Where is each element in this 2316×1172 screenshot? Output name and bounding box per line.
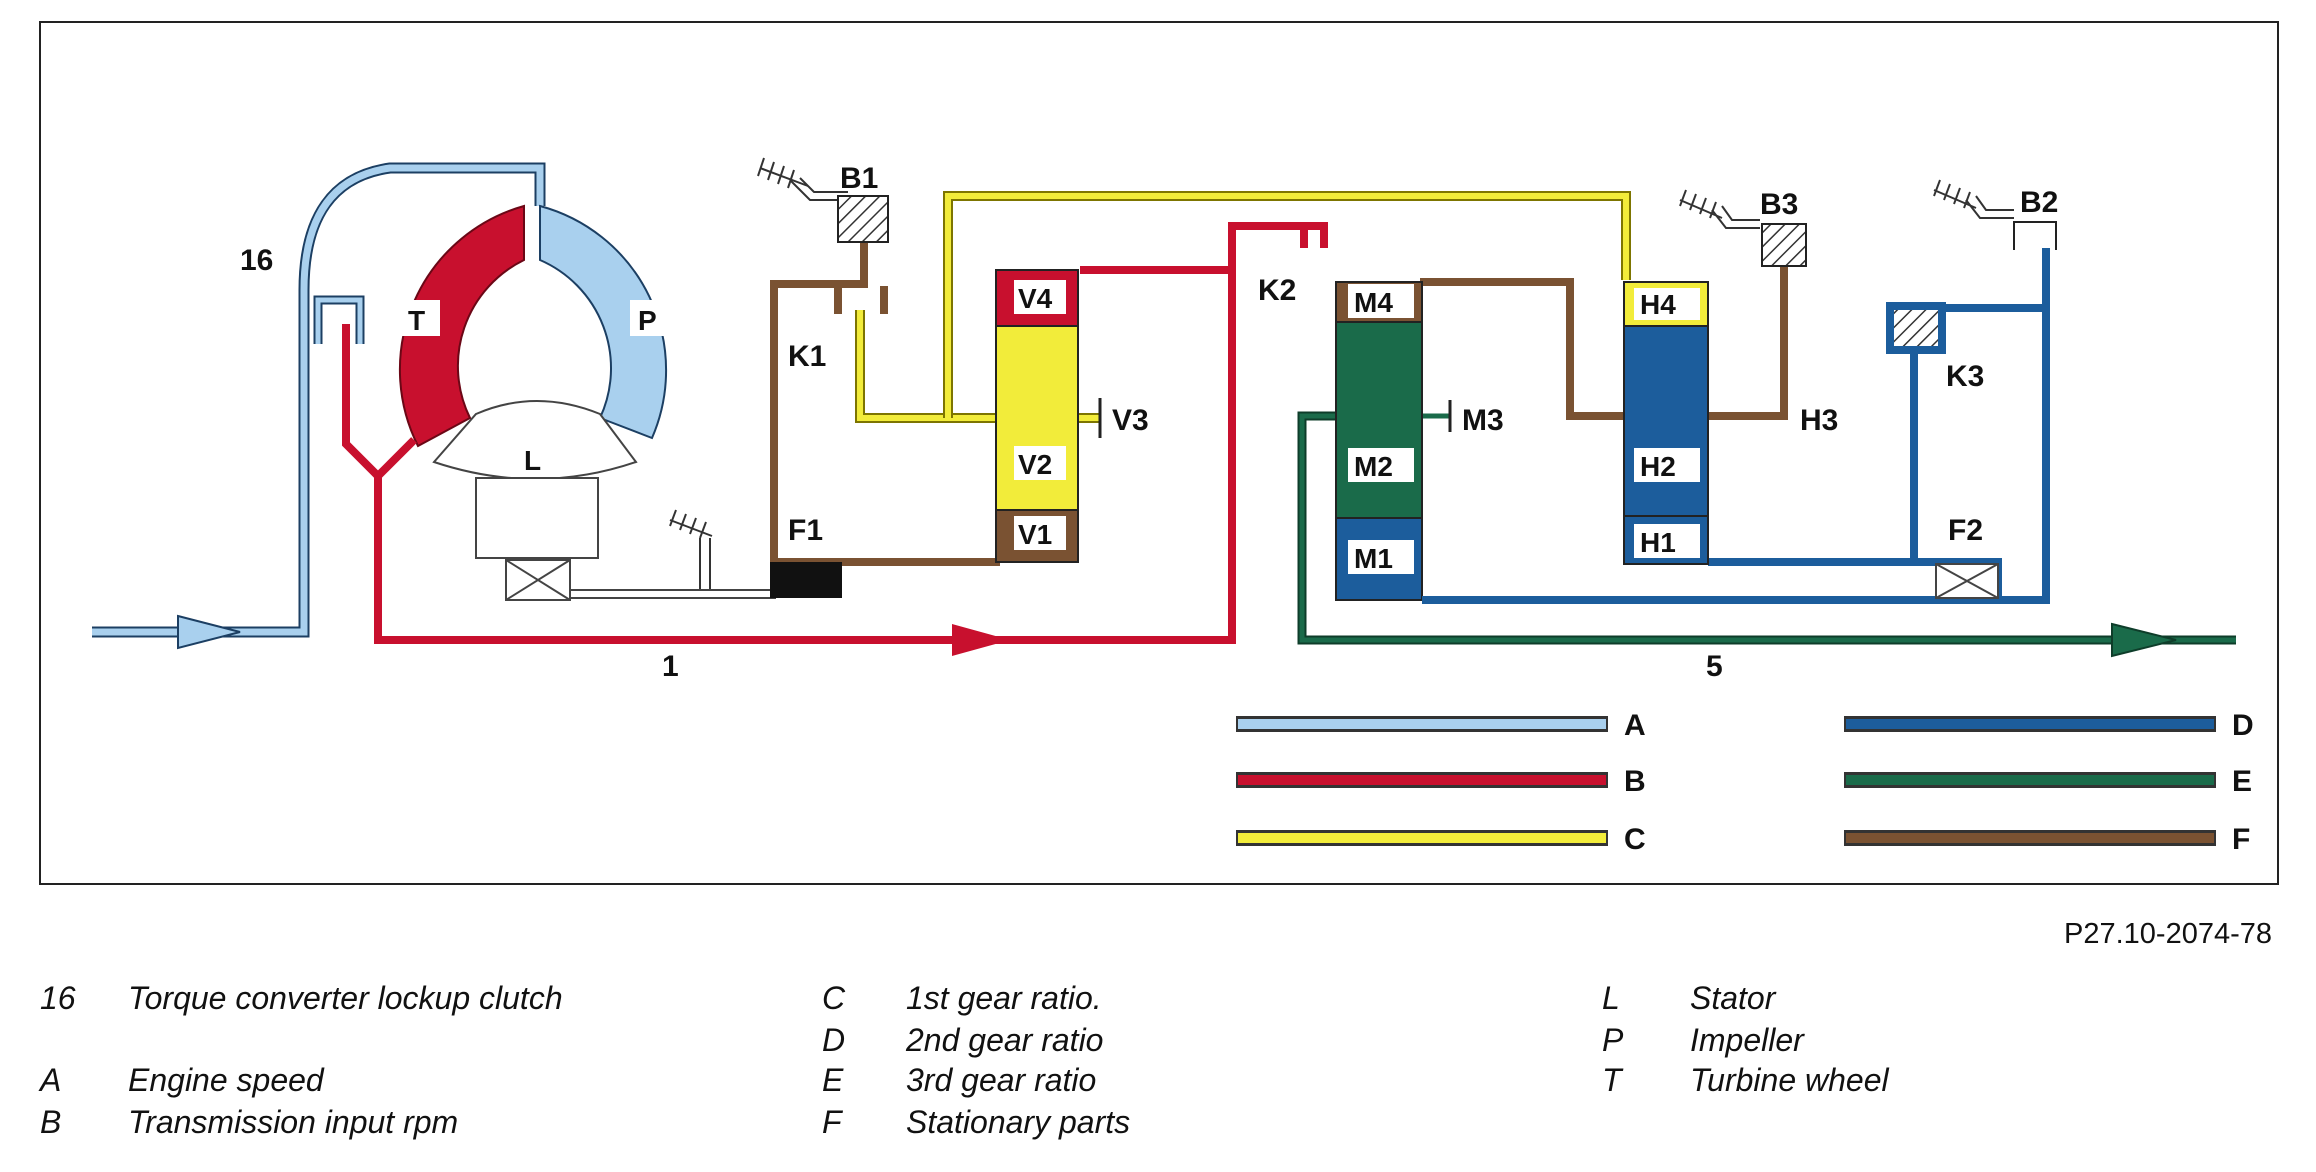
- label-v1: V1: [1018, 519, 1052, 550]
- legend-bar-c: [1238, 833, 1606, 843]
- caption-key-b: B: [40, 1104, 62, 1140]
- ground-symbols: [669, 157, 2014, 590]
- caption-key-t: T: [1602, 1062, 1622, 1098]
- label-k2: K2: [1258, 274, 1296, 307]
- engine-speed-path: [92, 162, 546, 650]
- legend-bar-e: [1846, 775, 2214, 785]
- legend-bar-a: [1238, 719, 1606, 729]
- turbine-t: [398, 204, 525, 448]
- label-m1: M1: [1354, 543, 1393, 574]
- caption-text-t: Turbine wheel: [1690, 1062, 1889, 1098]
- legend-key-c: C: [1624, 823, 1646, 856]
- caption-text-c: 1st gear ratio.: [906, 980, 1102, 1016]
- diagram-frame: [39, 21, 2279, 885]
- label-h4: H4: [1640, 289, 1676, 320]
- label-v3: V3: [1112, 404, 1149, 437]
- legend-key-b: B: [1624, 765, 1646, 798]
- legend-bar-f: [1846, 833, 2214, 843]
- caption-key-16: 16: [40, 980, 76, 1016]
- label-m4: M4: [1354, 287, 1393, 318]
- input-rpm-arrow: [952, 624, 1010, 656]
- output-arrow: [2111, 622, 2177, 658]
- label-p: P: [638, 305, 657, 336]
- legend-key-a: A: [1624, 709, 1646, 742]
- legend-key-f: F: [2232, 823, 2250, 856]
- caption-text-e: 3rd gear ratio: [906, 1062, 1097, 1098]
- caption-text-f: Stationary parts: [906, 1104, 1131, 1140]
- input-rpm-path: [342, 222, 1328, 644]
- brake-b1: [837, 195, 889, 243]
- label-m2: M2: [1354, 451, 1393, 482]
- legend-bar-d: [1846, 719, 2214, 729]
- label-16: 16: [240, 244, 273, 277]
- label-f1: F1: [788, 514, 823, 547]
- label-l: L: [524, 445, 541, 476]
- caption-key-d: D: [822, 1022, 846, 1058]
- figure-reference: P27.10-2074-78: [2064, 918, 2272, 950]
- brake-blocks: [837, 195, 2057, 267]
- label-v4: V4: [1018, 283, 1053, 314]
- stationary-paths: [770, 232, 1788, 566]
- label-k3: K3: [1946, 360, 1984, 393]
- freewheel-f1: [770, 562, 842, 598]
- caption-text-l: Stator: [1690, 980, 1776, 1016]
- caption-text-b: Transmission input rpm: [128, 1104, 459, 1140]
- label-b2: B2: [2020, 186, 2058, 219]
- label-b1: B1: [840, 162, 878, 195]
- label-v2: V2: [1018, 449, 1052, 480]
- caption-key-l: L: [1602, 980, 1620, 1016]
- freewheel-f2: [1935, 563, 1999, 599]
- legend-key-d: D: [2232, 709, 2254, 742]
- label-h2: H2: [1640, 451, 1676, 482]
- label-b3: B3: [1760, 188, 1798, 221]
- label-t: T: [408, 305, 425, 336]
- legend-key-e: E: [2232, 765, 2252, 798]
- label-h3: H3: [1800, 404, 1838, 437]
- impeller-p: [539, 204, 668, 440]
- color-legend: ABC DEF: [1236, 709, 2254, 856]
- stator-hub: [475, 477, 599, 559]
- caption-key-f: F: [822, 1104, 842, 1140]
- gear1-path: [855, 191, 1631, 438]
- label-5: 5: [1706, 650, 1723, 683]
- label-h1: H1: [1640, 527, 1676, 558]
- caption-key-p: P: [1602, 1022, 1624, 1058]
- component-labels: 16 T P L B1 K1 F1 V4 V2 V1 V3 K2 M4 M3 M…: [240, 162, 2058, 683]
- clutch-k3: [1886, 302, 1946, 354]
- torque-converter: [398, 204, 776, 601]
- caption-text-16: Torque converter lockup clutch: [128, 980, 563, 1016]
- brake-b3: [1761, 223, 1807, 267]
- label-1: 1: [662, 650, 679, 683]
- gear2-path: [1422, 248, 2050, 604]
- planetary-h: [1623, 281, 1709, 565]
- caption-key-a: A: [40, 1062, 62, 1098]
- caption-text-a: Engine speed: [128, 1062, 324, 1098]
- element-label-boxes: [400, 280, 1700, 574]
- label-k1: K1: [788, 340, 826, 373]
- caption-text-d: 2nd gear ratio: [906, 1022, 1104, 1058]
- caption-key-e: E: [822, 1062, 844, 1098]
- brake-b2-outline: [2013, 221, 2057, 250]
- stator-l: [432, 400, 638, 480]
- label-m3: M3: [1462, 404, 1504, 437]
- caption-text-p: Impeller: [1690, 1022, 1804, 1058]
- legend-bar-b: [1238, 775, 1606, 785]
- label-f2: F2: [1948, 514, 1983, 547]
- caption-key-c: C: [822, 980, 846, 1016]
